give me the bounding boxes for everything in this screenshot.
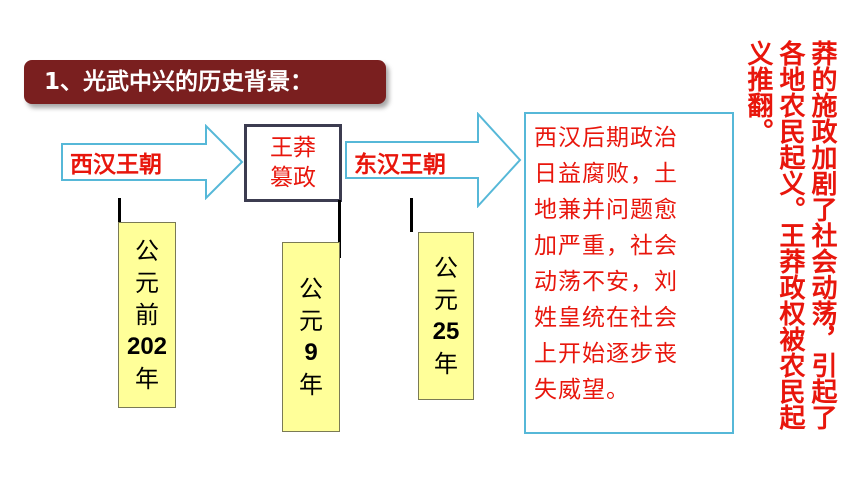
vertical-text-col-2: 各地农民起义。王莽政权被农民起 (775, 40, 805, 430)
year-char: 元 (434, 286, 458, 314)
description-line: 失威望。 (534, 377, 630, 403)
year-char: 公 (299, 275, 323, 303)
description-line: 日益腐败，土 (534, 161, 678, 187)
event-line-2: 篡政 (270, 165, 316, 191)
arrow-western-han (61, 124, 244, 200)
year-box-202bc: 公 元 前 202 年 (118, 222, 176, 408)
vertical-text-col-1: 莽的施政加剧了社会动荡，引起了 (807, 40, 837, 430)
wang-mang-usurpation-box: 王莽 篡政 (244, 124, 342, 202)
year-number: 202 (126, 333, 168, 360)
stem-9ad (338, 200, 341, 258)
year-char: 年 (299, 371, 323, 399)
year-char: 年 (135, 365, 159, 393)
description-line: 西汉后期政治 (534, 125, 678, 151)
year-number: 25 (432, 318, 460, 345)
stem-202bc (118, 198, 121, 242)
year-char: 公 (434, 254, 458, 282)
description-line: 加严重，社会 (534, 233, 678, 259)
year-char: 元 (299, 307, 323, 335)
year-char: 年 (434, 350, 458, 378)
year-char: 公 (135, 237, 159, 265)
vertical-text-col-3: 义推翻。 (743, 40, 773, 144)
year-number: 9 (304, 339, 318, 366)
description-line: 上开始逐步丧 (534, 341, 678, 367)
event-line-1: 王莽 (270, 135, 316, 161)
description-line: 地兼并问题愈 (534, 197, 678, 223)
section-title: 1、光武中兴的历史背景： (24, 60, 386, 104)
year-box-25ad: 公 元 25 年 (418, 232, 474, 400)
year-char: 元 (135, 269, 159, 297)
eastern-han-label: 东汉王朝 (354, 151, 446, 177)
year-char: 前 (135, 301, 159, 329)
description-line: 动荡不安，刘 (534, 269, 678, 295)
western-han-label: 西汉王朝 (70, 151, 162, 177)
year-box-9ad: 公 元 9 年 (282, 242, 340, 432)
background-description-box: 西汉后期政治 日益腐败，土 地兼并问题愈 加严重，社会 动荡不安，刘 姓皇统在社… (524, 112, 734, 434)
description-line: 姓皇统在社会 (534, 305, 678, 331)
stem-25ad (410, 198, 413, 232)
arrow-eastern-han (345, 112, 522, 208)
